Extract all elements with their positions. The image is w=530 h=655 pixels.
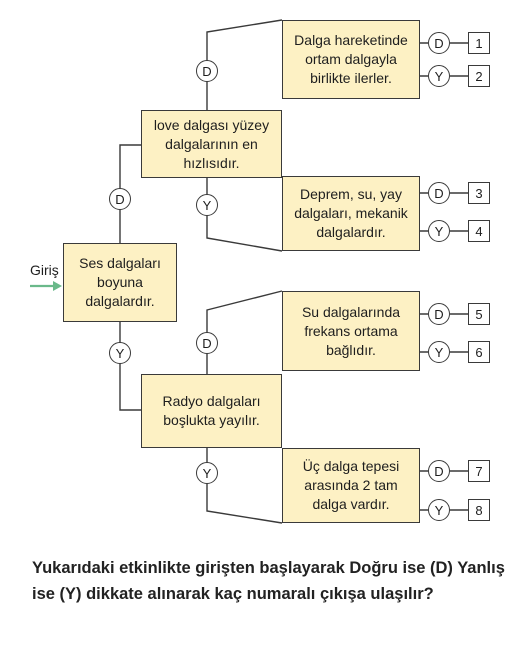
entry-arrow [30, 281, 62, 291]
node-love-text: love dalgası yüzey dalgalarının en hızlı… [153, 116, 270, 171]
badge-start-true: D [109, 188, 131, 210]
output-6: 6 [468, 341, 490, 363]
connector-start-true [119, 144, 141, 243]
badge-out-3: D [428, 182, 450, 204]
badge-love-false: Y [196, 194, 218, 216]
node-start-text: Ses dalgaları boyuna dalgalardır. [79, 255, 161, 309]
badge-out-4: Y [428, 220, 450, 242]
node-radio-text: Radyo dalgaları boşlukta yayılır. [162, 393, 261, 428]
question-text: Yukarıdaki etkinlikte girişten başlayara… [32, 559, 505, 603]
badge-out-6: Y [428, 341, 450, 363]
node-wave-motion-text: Dalga hareketinde ortam dalgayla birlikt… [294, 32, 408, 86]
node-water: Su dalgalarında frekans ortama bağlıdır. [282, 291, 420, 371]
connector-love-true [206, 19, 283, 110]
badge-out-2: Y [428, 65, 450, 87]
output-4: 4 [468, 220, 490, 242]
badge-love-true: D [196, 60, 218, 82]
connector-love-false [206, 178, 283, 252]
badge-radio-true: D [196, 332, 218, 354]
node-earthquake-text: Deprem, su, yay dalgaları, mekanik dalga… [294, 186, 408, 240]
node-crest-text: Üç dalga tepesi arasında 2 tam dalga var… [302, 458, 400, 512]
entry-label: Giriş [30, 262, 59, 278]
output-7: 7 [468, 460, 490, 482]
output-1: 1 [468, 32, 490, 54]
badge-out-8: Y [428, 499, 450, 521]
node-love: love dalgası yüzey dalgalarının en hızlı… [141, 110, 282, 178]
output-2: 2 [468, 65, 490, 87]
connector-start-false [119, 322, 141, 411]
badge-start-false: Y [109, 342, 131, 364]
node-wave-motion: Dalga hareketinde ortam dalgayla birlikt… [282, 20, 420, 99]
output-3: 3 [468, 182, 490, 204]
node-radio: Radyo dalgaları boşlukta yayılır. [141, 374, 282, 448]
output-8: 8 [468, 499, 490, 521]
badge-out-5: D [428, 303, 450, 325]
output-5: 5 [468, 303, 490, 325]
node-earthquake: Deprem, su, yay dalgaları, mekanik dalga… [282, 176, 420, 251]
node-crest: Üç dalga tepesi arasında 2 tam dalga var… [282, 448, 420, 523]
badge-out-7: D [428, 460, 450, 482]
connector-radio-true [206, 290, 283, 374]
badge-radio-false: Y [196, 462, 218, 484]
badge-out-1: D [428, 32, 450, 54]
node-start: Ses dalgaları boyuna dalgalardır. [63, 243, 177, 322]
node-water-text: Su dalgalarında frekans ortama bağlıdır. [301, 303, 401, 358]
connector-radio-false [206, 448, 283, 524]
